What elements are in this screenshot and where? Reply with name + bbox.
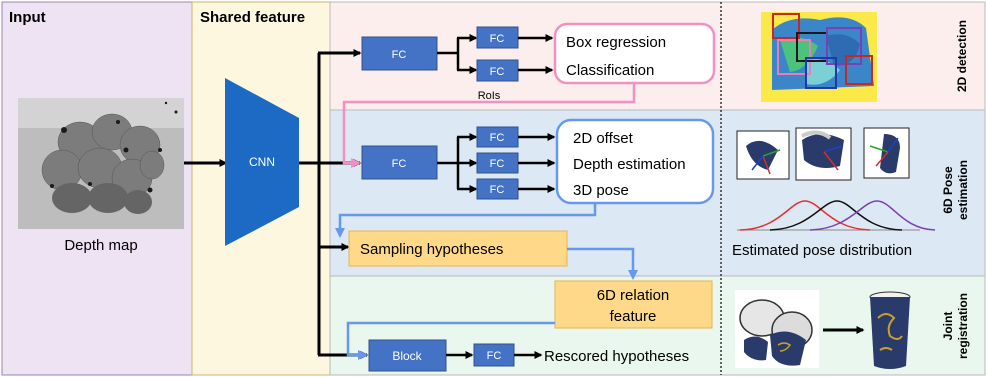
detection-side-label: 2D detection	[955, 20, 969, 92]
reg-fc-label: FC	[487, 350, 502, 362]
det-fc-main	[361, 36, 438, 71]
pose-image-3	[863, 127, 910, 179]
relation-label-1: 6D relation	[597, 287, 670, 304]
det-fc-cls-label: FC	[490, 66, 505, 78]
distribution-curve-black	[769, 200, 903, 231]
rescored-label: Rescored hypotheses	[544, 348, 689, 365]
depth-estimation-label: Depth estimation	[573, 156, 686, 173]
block-label: Block	[392, 349, 422, 363]
pose-output-box	[555, 118, 715, 205]
cnn-block	[225, 78, 299, 246]
pose-side-label-2: estimation	[956, 160, 970, 220]
registration-side-label-1: Joint	[941, 312, 955, 341]
pose-to-sampling-arrow	[335, 203, 597, 238]
pose-image-2	[795, 127, 852, 181]
trunk-lines	[299, 53, 321, 355]
registration-image-2	[869, 291, 911, 369]
shared-feature-title: Shared feature	[200, 9, 305, 26]
pose-image-1	[736, 130, 790, 180]
depth-map-caption: Depth map	[64, 237, 137, 254]
input-title: Input	[9, 9, 46, 26]
detection-image	[761, 12, 877, 102]
rois-arrow	[342, 83, 636, 168]
block-box	[368, 339, 447, 372]
distribution-curve-red	[739, 200, 871, 231]
pose-side-label-1: 6D Pose	[941, 166, 955, 214]
relation-to-block-arrow	[346, 321, 555, 360]
det-fc-box-label: FC	[490, 33, 505, 45]
relation-label-2: feature	[610, 308, 657, 325]
pose-fc-pose-label: FC	[490, 184, 505, 196]
pose-fc-main-label: FC	[392, 158, 407, 170]
distribution-label: Estimated pose distribution	[732, 242, 912, 259]
sampling-to-relation-arrow	[567, 247, 638, 280]
distribution-curve-purple	[809, 200, 936, 231]
det-split-lines	[437, 38, 460, 70]
pose-fc-main	[361, 145, 438, 180]
offset-label: 2D offset	[573, 130, 634, 147]
depth-map-image	[18, 98, 184, 229]
pose-3d-label: 3D pose	[573, 182, 629, 199]
relation-feature-box	[554, 280, 713, 329]
det-fc-main-label: FC	[392, 49, 407, 61]
pose-fc-depth-label: FC	[490, 158, 505, 170]
registration-side-label-2: registration	[956, 293, 970, 359]
classification-label: Classification	[566, 62, 654, 79]
sampling-label: Sampling hypotheses	[360, 241, 503, 258]
sampling-box	[348, 230, 568, 267]
registration-image-1	[735, 290, 819, 368]
cnn-label: CNN	[249, 155, 275, 169]
box-regression-label: Box regression	[566, 34, 666, 51]
rois-label: RoIs	[478, 90, 501, 102]
pose-fc-offset-label: FC	[490, 132, 505, 144]
